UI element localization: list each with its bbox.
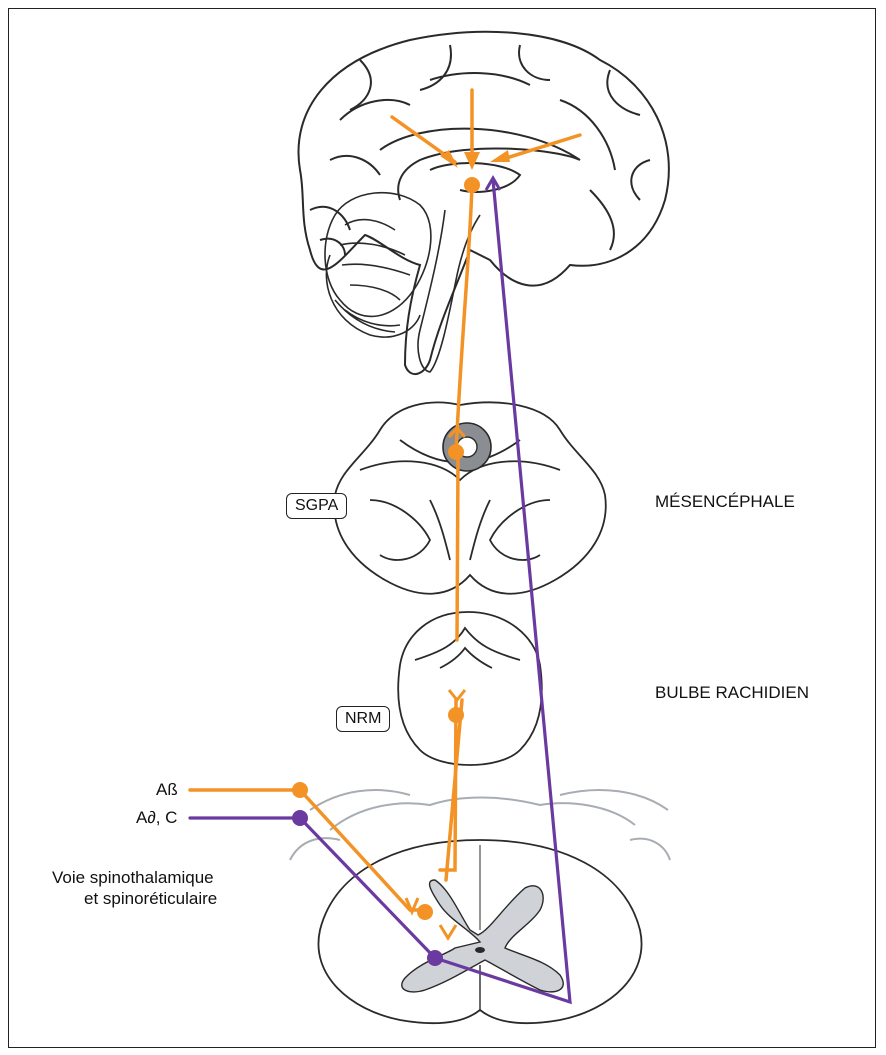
medulla-section xyxy=(398,612,542,765)
adelta-c-fiber-label: A∂, C xyxy=(136,808,177,828)
central-canal xyxy=(475,947,485,953)
bulbe-rachidien-label: BULBE RACHIDIEN xyxy=(655,683,809,703)
nrm-label: NRM xyxy=(336,706,390,732)
brain-outline xyxy=(298,32,668,374)
mesencephale-label: MÉSENCÉPHALE xyxy=(655,492,795,512)
abeta-fiber-label: Aß xyxy=(156,780,178,800)
sgpa-label: SGPA xyxy=(286,493,347,519)
pathway-label-line2: et spinoréticulaire xyxy=(84,889,217,909)
pathway-label-line1: Voie spinothalamique xyxy=(52,868,214,888)
